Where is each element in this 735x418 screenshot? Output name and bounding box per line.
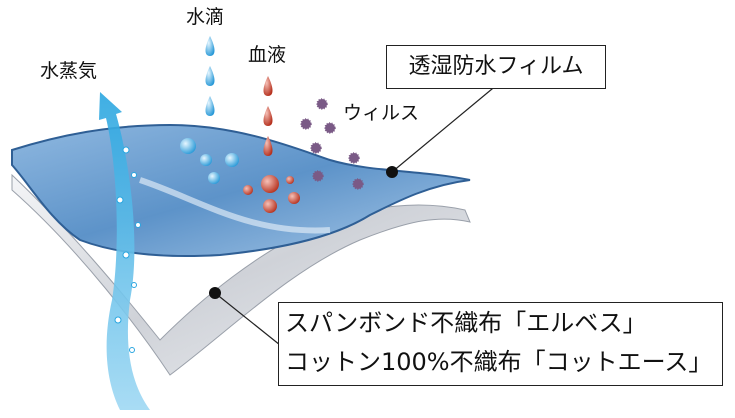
- water-vapor-arrow: [99, 92, 150, 410]
- film-leader-line: [391, 83, 499, 173]
- breathable-film-layer: [11, 123, 471, 258]
- label-water-drops: 水滴: [186, 6, 225, 28]
- label-fabric-line1: スパンボンド不織布「エルベス」: [285, 309, 647, 337]
- vapor-bubbles: [114, 146, 141, 353]
- film-marker-dot: [386, 166, 398, 178]
- virus-particles: [300, 98, 364, 190]
- fabric-leader-line: [214, 292, 281, 346]
- blood-drops: [243, 76, 300, 213]
- water-drops: [180, 36, 239, 184]
- nonwoven-fabric-layer: [11, 173, 471, 376]
- label-water-vapor: 水蒸気: [40, 60, 98, 82]
- label-virus: ウィルス: [343, 102, 420, 124]
- label-film: 透湿防水フィルム: [386, 45, 606, 89]
- label-blood: 血液: [248, 44, 287, 66]
- label-fabric-box: スパンボンド不織布「エルベス」 コットン100%不織布「コットエース」: [278, 302, 723, 386]
- label-fabric-line2: コットン100%不織布「コットエース」: [285, 348, 713, 376]
- fabric-marker-dot: [209, 287, 221, 299]
